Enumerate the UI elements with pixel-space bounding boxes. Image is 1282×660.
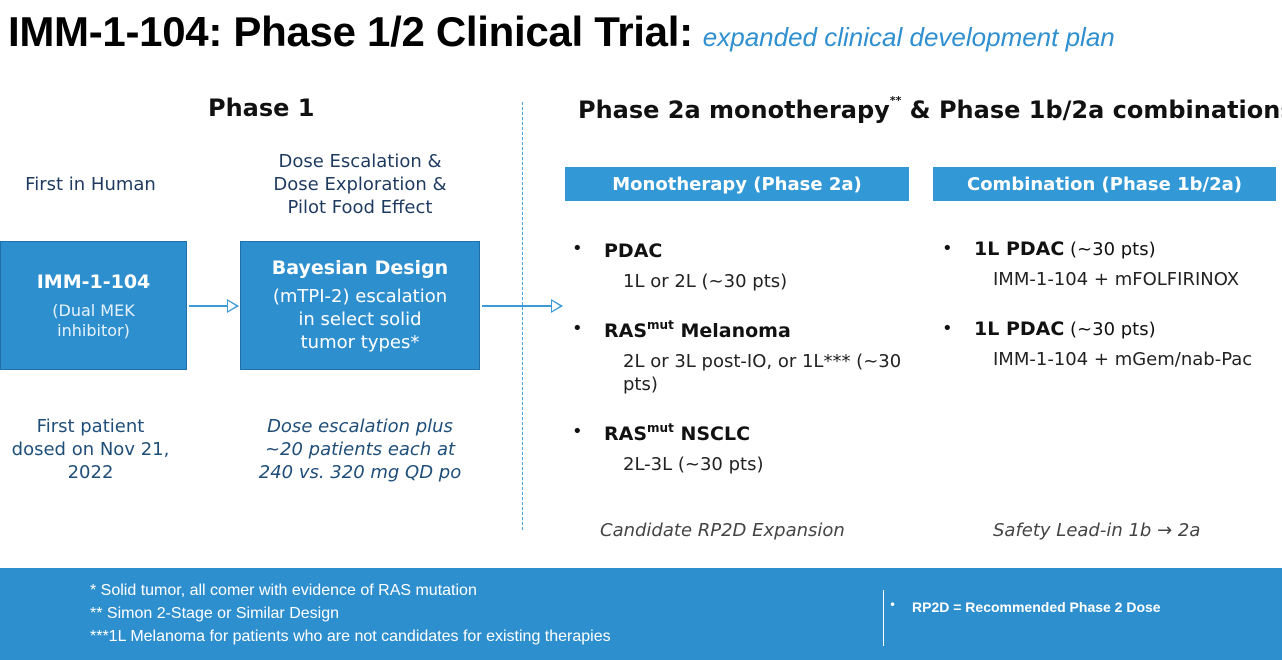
first-patient-note: First patient dosed on Nov 21, 2022 <box>0 415 181 484</box>
bayesian-design-line3: tumor types* <box>300 332 420 353</box>
combo-item-folfirinox: • 1L PDAC (~30 pts) IMM-1-104 + mFOLFIRI… <box>942 238 1272 291</box>
combo-item-title: 1L PDAC (~30 pts) <box>974 318 1156 340</box>
combination-header: Combination (Phase 1b/2a) <box>933 167 1276 201</box>
footer-divider <box>883 590 884 646</box>
dose-note-line2: ~20 patients each at <box>264 439 456 460</box>
mono-item-pdac: • PDAC 1L or 2L (~30 pts) <box>572 238 912 293</box>
dose-escalation-line: Dose Escalation & <box>278 151 442 172</box>
slide-title: IMM-1-104: Phase 1/2 Clinical Trial: expa… <box>8 8 1115 56</box>
pilot-food-effect-line: Pilot Food Effect <box>287 197 433 218</box>
mono-item-detail: 2L or 3L post-IO, or 1L*** (~30 <box>623 351 902 372</box>
mono-item-title: RASmut NSCLC <box>604 421 751 445</box>
monotherapy-header: Monotherapy (Phase 2a) <box>565 167 909 201</box>
bayesian-design-box: Bayesian Design (mTPI-2) escalation in s… <box>240 241 480 370</box>
title-subtitle: expanded clinical development plan <box>702 22 1115 52</box>
dose-escalation-note: Dose escalation plus ~20 patients each a… <box>238 415 482 484</box>
mono-item-title: RASmut Melanoma <box>604 318 791 342</box>
footnote-2: ** Simon 2-Stage or Similar Design <box>90 605 339 622</box>
combo-item-title: 1L PDAC (~30 pts) <box>974 238 1156 260</box>
bullet-icon: • <box>942 238 953 259</box>
mono-item-detail: 2L-3L (~30 pts) <box>623 454 764 475</box>
combo-item-detail: IMM-1-104 + mFOLFIRINOX <box>993 269 1240 290</box>
imm-1-104-box: IMM-1-104 (Dual MEK inhibitor) <box>0 241 187 370</box>
arrow-right-icon <box>189 299 239 313</box>
dose-note-line3: 240 vs. 320 mg QD po <box>258 462 462 483</box>
phase2-heading: Phase 2a monotherapy** & Phase 1b/2a com… <box>578 94 1282 124</box>
footer-band: * Solid tumor, all comer with evidence o… <box>0 568 1282 660</box>
phase-divider <box>522 102 523 530</box>
bullet-icon: • <box>942 318 953 339</box>
mono-item-detail: 1L or 2L (~30 pts) <box>623 271 788 292</box>
first-patient-line1: First patient <box>36 416 145 437</box>
imm-1-104-box-sub1: (Dual MEK <box>52 300 135 320</box>
mono-item-title: PDAC <box>604 240 663 262</box>
title-main: IMM-1-104: Phase 1/2 Clinical Trial: <box>8 8 693 55</box>
bayesian-design-title: Bayesian Design <box>271 257 449 279</box>
dose-note-line1: Dose escalation plus <box>267 416 453 437</box>
phase1-heading: Phase 1 <box>208 94 315 122</box>
footnote-1: * Solid tumor, all comer with evidence o… <box>90 582 477 599</box>
bayesian-design-line2: in select solid <box>298 309 422 330</box>
mono-caption: Candidate RP2D Expansion <box>600 520 845 541</box>
first-patient-line2: dosed on Nov 21, <box>11 439 170 460</box>
dose-escalation-label: Dose Escalation & Dose Exploration & Pil… <box>240 150 480 219</box>
bayesian-design-line1: (mTPI-2) escalation <box>272 286 448 307</box>
combo-item-detail: IMM-1-104 + mGem/nab-Pac <box>993 349 1253 370</box>
mono-item-melanoma: • RASmut Melanoma 2L or 3L post-IO, or 1… <box>572 318 912 396</box>
mono-item-nsclc: • RASmut NSCLC 2L-3L (~30 pts) <box>572 421 912 476</box>
footnote-3: ***1L Melanoma for patients who are not … <box>90 628 611 645</box>
first-patient-line3: 2022 <box>67 462 114 483</box>
footer-bullet-icon: • <box>889 598 897 612</box>
mono-item-detail-cont: pts) <box>623 374 658 395</box>
dose-exploration-line: Dose Exploration & <box>273 174 447 195</box>
bullet-icon: • <box>572 421 583 442</box>
imm-1-104-box-sub2: inhibitor) <box>57 320 130 340</box>
combo-caption: Safety Lead-in 1b → 2a <box>993 520 1201 541</box>
phase2-heading-part1: Phase 2a monotherapy <box>578 96 890 124</box>
bullet-icon: • <box>572 238 583 259</box>
phase2-heading-part2: & Phase 1b/2a combinations <box>901 96 1282 124</box>
combo-item-gem-nab-pac: • 1L PDAC (~30 pts) IMM-1-104 + mGem/nab… <box>942 318 1272 371</box>
imm-1-104-box-title: IMM-1-104 <box>36 270 151 293</box>
phase2-heading-sup: ** <box>889 94 902 107</box>
rp2d-definition: RP2D = Recommended Phase 2 Dose <box>912 599 1161 615</box>
bullet-icon: • <box>572 318 583 339</box>
first-in-human-label: First in Human <box>25 174 156 195</box>
